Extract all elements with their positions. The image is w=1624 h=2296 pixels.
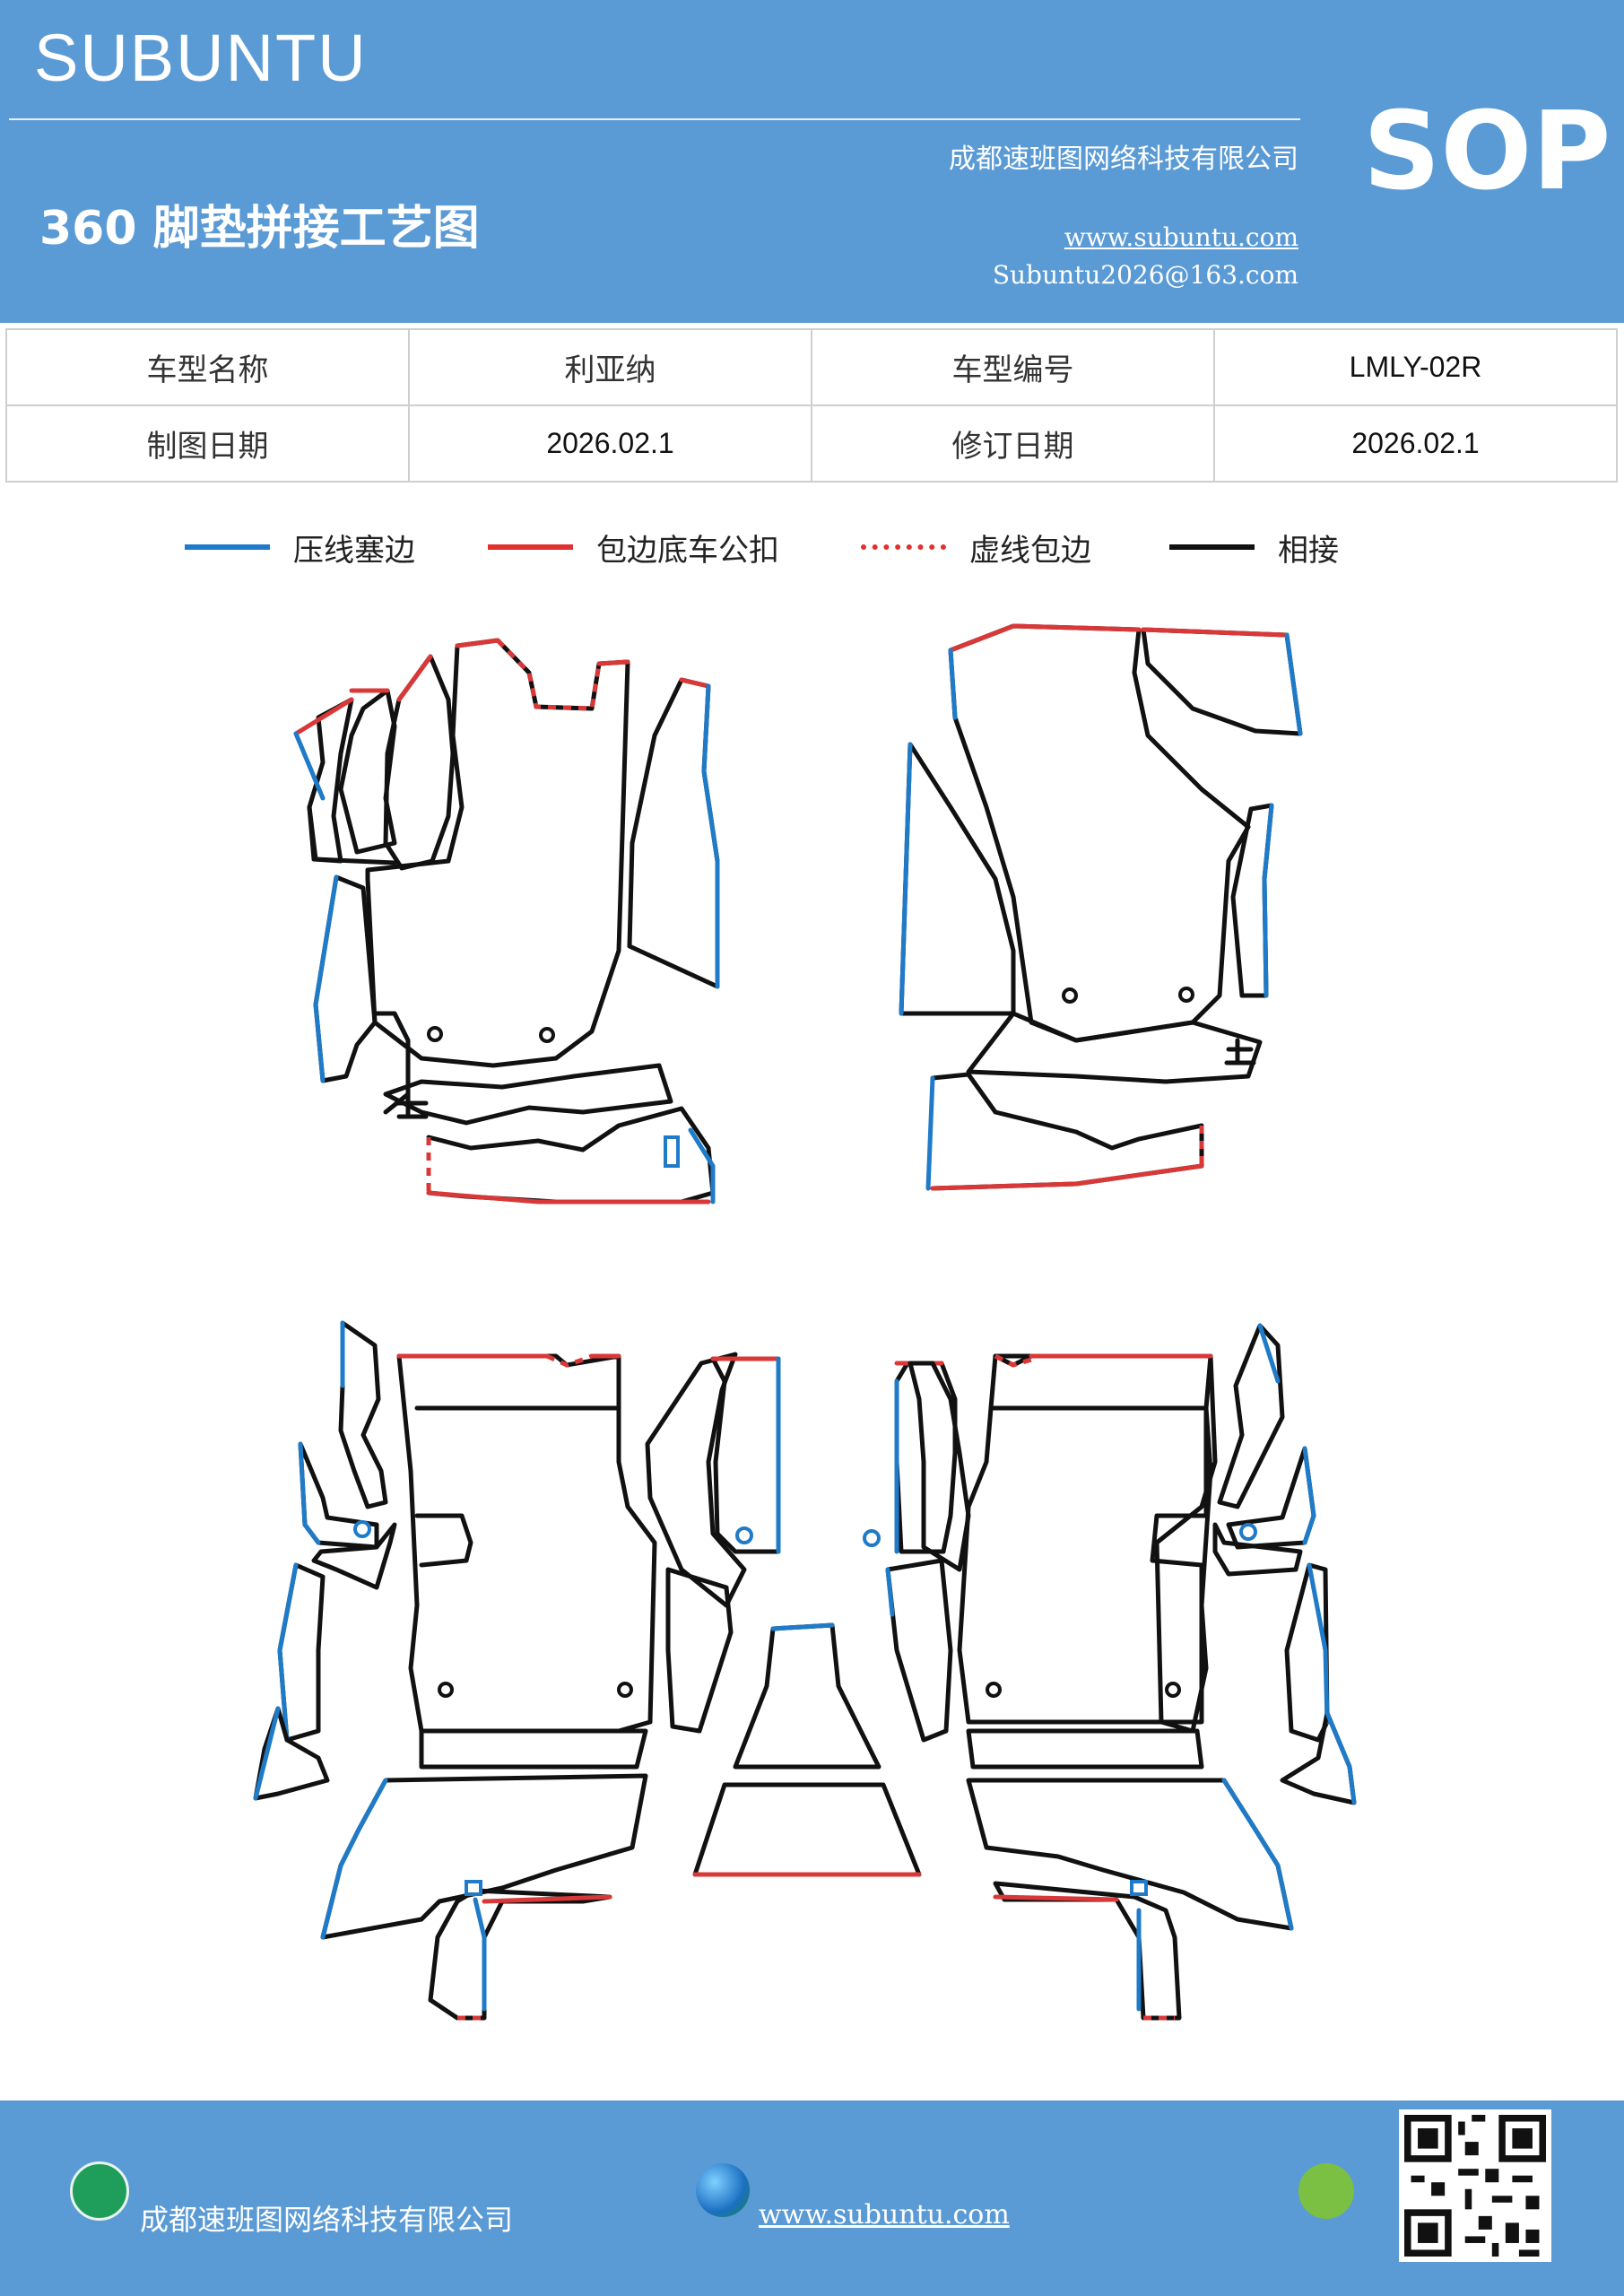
draw-date-label: 制图日期 bbox=[5, 404, 410, 483]
draw-date-value: 2026.02.1 bbox=[408, 404, 812, 483]
qr-code[interactable] bbox=[1399, 2109, 1551, 2262]
page-footer: 成都速班图网络科技有限公司 www.subuntu.com bbox=[0, 2100, 1624, 2296]
footer-company-name: 成都速班图网络科技有限公司 bbox=[140, 2203, 514, 2237]
vehicle-info-table: 车型名称 利亚纳 车型编号 LMLY-02R 制图日期 2026.02.1 修订… bbox=[5, 328, 1618, 483]
revise-date-value: 2026.02.1 bbox=[1213, 404, 1618, 483]
legend-label: 虚线包边 bbox=[969, 532, 1091, 569]
mat-diagram-svg: .k { fill: none; stroke: #111; stroke-wi… bbox=[253, 623, 1357, 2021]
revise-date-label: 修订日期 bbox=[811, 404, 1215, 483]
line-legend: 压线塞边 包边底车公扣 虚线包边 相接 bbox=[0, 520, 1624, 574]
legend-item-pressed-edge: 压线塞边 bbox=[185, 520, 415, 574]
model-code-label: 车型编号 bbox=[811, 328, 1215, 406]
front-left-mat-group bbox=[293, 638, 720, 1205]
legend-line-red bbox=[488, 544, 573, 550]
legend-line-blue bbox=[185, 544, 270, 550]
qr-code-pattern bbox=[1404, 2115, 1546, 2257]
legend-label: 压线塞边 bbox=[293, 532, 415, 569]
legend-item-binding-clip: 包边底车公扣 bbox=[488, 520, 779, 574]
legend-item-dashed-binding: 虚线包边 bbox=[861, 520, 1091, 574]
mat-splicing-diagram: .k { fill: none; stroke: #111; stroke-wi… bbox=[0, 574, 1624, 2081]
website-link[interactable]: www.subuntu.com bbox=[1064, 222, 1298, 252]
model-code-value: LMLY-02R bbox=[1213, 328, 1618, 406]
legend-label: 相接 bbox=[1278, 532, 1339, 569]
legend-line-red-dashed bbox=[861, 544, 946, 550]
brand-name: SUBUNTU bbox=[34, 21, 368, 95]
page-header: SUBUNTU 360 脚垫拼接工艺图 成都速班图网络科技有限公司 www.su… bbox=[0, 0, 1624, 323]
company-name: 成都速班图网络科技有限公司 bbox=[949, 144, 1298, 175]
header-divider bbox=[9, 118, 1300, 120]
table-row: 制图日期 2026.02.1 修订日期 2026.02.1 bbox=[5, 404, 1618, 483]
globe-icon bbox=[696, 2163, 750, 2217]
footer-website-link[interactable]: www.subuntu.com bbox=[759, 2199, 1010, 2231]
model-name-label: 车型名称 bbox=[5, 328, 410, 406]
wechat-icon[interactable] bbox=[1298, 2163, 1354, 2219]
model-name-value: 利亚纳 bbox=[408, 328, 812, 406]
email-address[interactable]: Subuntu2026@163.com bbox=[992, 260, 1298, 290]
table-row: 车型名称 利亚纳 车型编号 LMLY-02R bbox=[5, 328, 1618, 406]
legend-line-black bbox=[1169, 544, 1255, 550]
sop-badge: SOP bbox=[1363, 90, 1611, 214]
legend-item-joined: 相接 bbox=[1169, 520, 1339, 574]
page-title: 360 脚垫拼接工艺图 bbox=[39, 202, 480, 256]
home-icon bbox=[70, 2161, 129, 2221]
front-right-mat-group bbox=[899, 623, 1303, 1191]
legend-label: 包边底车公扣 bbox=[596, 532, 779, 569]
rear-mats-group bbox=[253, 1320, 1357, 2021]
